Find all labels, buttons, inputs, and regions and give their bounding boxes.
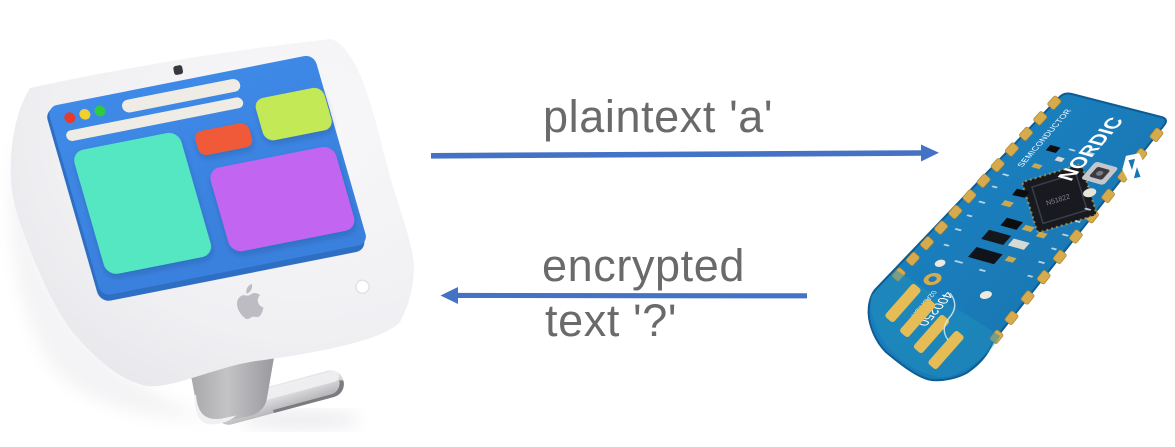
svg-text:text '?': text '?' (545, 295, 677, 346)
svg-text:plaintext 'a': plaintext 'a' (543, 91, 773, 142)
svg-text:encrypted: encrypted (542, 240, 745, 291)
